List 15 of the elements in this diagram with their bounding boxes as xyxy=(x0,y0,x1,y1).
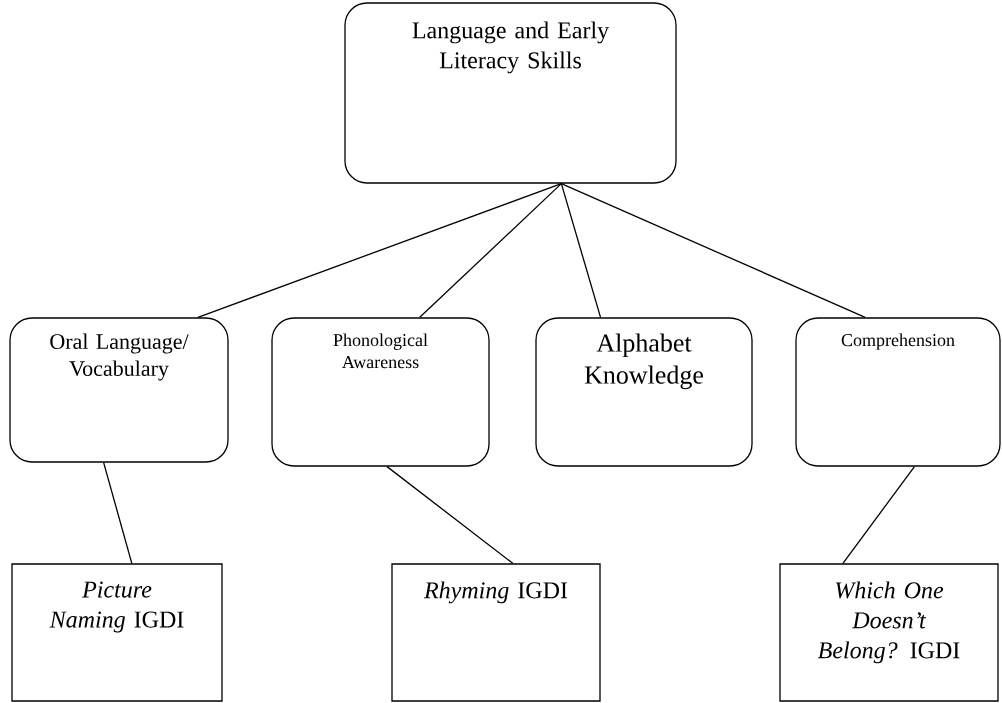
rounded-box: Oral Language/ Vocabulary xyxy=(9,317,229,463)
rounded-box: Language and Early Literacy Skills xyxy=(344,2,677,184)
connector-line xyxy=(103,462,133,564)
connector-line xyxy=(842,466,916,564)
connector-line xyxy=(386,466,514,564)
connector-line xyxy=(560,183,866,318)
box: Picture Naming IGDI xyxy=(11,563,223,702)
rounded-box: Phonological Awareness xyxy=(271,317,490,467)
connector-line xyxy=(560,183,602,318)
box: Which One Doesn’t Belong? IGDI xyxy=(779,563,999,702)
rounded-box: Alphabet Knowledge xyxy=(535,317,753,467)
connector-line xyxy=(419,183,562,318)
box: Rhyming IGDI xyxy=(391,563,601,702)
connector-line xyxy=(197,183,562,318)
rounded-box: Comprehension xyxy=(795,317,1001,467)
